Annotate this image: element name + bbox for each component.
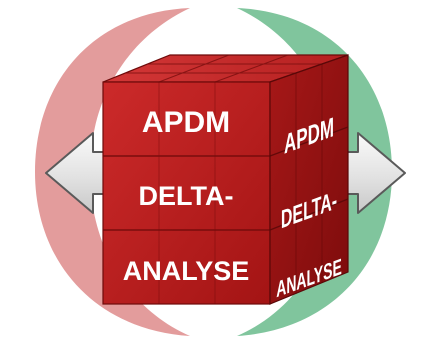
left-arc-shape [35, 8, 190, 336]
front-face-line3: ANALYSE [123, 256, 250, 286]
side-face-text-group: APDM DELTA- ANALYSE [276, 111, 342, 303]
cube-side-grid [269, 64, 349, 294]
front-face-line1: APDM [142, 106, 230, 139]
front-face-line2: DELTA- [139, 181, 234, 211]
cube-front-face [102, 81, 271, 305]
cube-icon: APDM DELTA- ANALYSE APDM DELTA- ANALYSE [102, 54, 349, 305]
right-arc-shape [237, 8, 392, 336]
cube-front-grid [103, 82, 270, 304]
cube-top-grid [125, 54, 322, 83]
